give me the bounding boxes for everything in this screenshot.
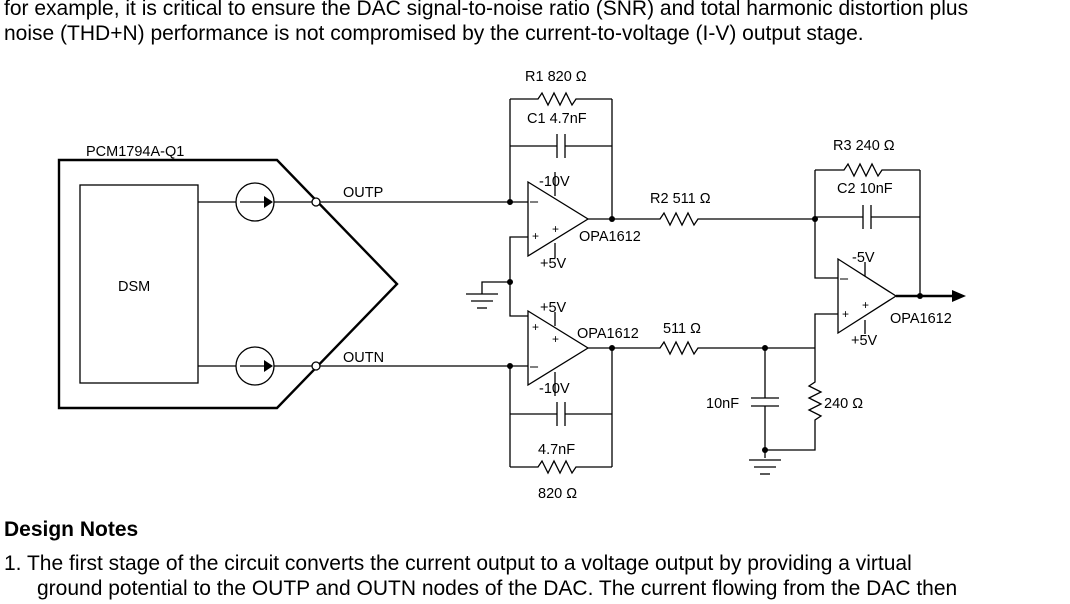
ground-symbol-right-icon — [749, 459, 781, 475]
current-source-bottom-icon — [198, 346, 314, 386]
design-note-1-line-1: 1. The first stage of the circuit conver… — [4, 552, 912, 575]
outp-label: OUTP — [343, 185, 383, 201]
top-opamp-neg-supply: -10V — [539, 174, 570, 190]
r-bottom-series-label: 511 Ω — [663, 321, 701, 337]
outn-node — [311, 361, 321, 371]
current-source-top-icon — [198, 182, 314, 222]
dac-chip-outline — [57, 158, 399, 410]
r-shunt-label: 240 Ω — [824, 396, 863, 412]
diff-opamp-label: OPA1612 — [890, 311, 952, 327]
top-opamp-minus: – — [530, 194, 539, 210]
r-bottom-feedback-label: 820 Ω — [538, 486, 577, 502]
design-notes-heading: Design Notes — [4, 518, 139, 541]
diff-opamp — [837, 257, 898, 335]
r2-label: R2 511 Ω — [650, 191, 711, 207]
bottom-opamp-minus: – — [530, 359, 539, 375]
top-opamp-label: OPA1612 — [579, 229, 641, 245]
bottom-opamp-plus-2: + — [552, 332, 559, 346]
chip-label: PCM1794A-Q1 — [86, 144, 184, 160]
diff-opamp-neg-supply: -5V — [852, 250, 875, 266]
design-note-1-line-2: ground potential to the OUTP and OUTN no… — [37, 577, 958, 600]
dsm-label: DSM — [118, 279, 150, 295]
r1-label: R1 820 Ω — [525, 69, 587, 85]
shunt-bottom-node — [762, 447, 768, 453]
r-bottom-feedback-resistor — [510, 459, 612, 475]
bottom-opamp-plus: + — [532, 320, 539, 334]
dsm-block — [79, 184, 199, 384]
diff-opamp-plus-2: + — [862, 298, 869, 312]
diff-opamp-minus: – — [840, 271, 849, 287]
bottom-opamp-pos-supply: +5V — [540, 300, 567, 316]
r3-resistor — [815, 162, 920, 178]
ground-junction — [507, 279, 513, 285]
outp-node — [311, 197, 321, 207]
shunt-top-node — [762, 345, 768, 351]
c-shunt-label: 10nF — [706, 396, 739, 412]
bottom-sum-node — [507, 363, 513, 369]
top-opamp-pos-supply: +5V — [540, 256, 567, 272]
top-opamp-plus: + — [532, 229, 539, 243]
intro-text-line-1: for example, it is critical to ensure th… — [4, 0, 969, 20]
circuit-schematic: PCM1794A-Q1 DSM OUTP OUTN – + + -10V +5V… — [57, 69, 966, 502]
diff-opamp-plus: + — [842, 307, 849, 321]
diff-inv-input-wire — [814, 219, 838, 279]
r-shunt-resistor — [765, 348, 823, 451]
c2-label: C2 10nF — [837, 181, 893, 197]
ground-symbol-left-icon — [466, 293, 498, 309]
r1-resistor — [510, 91, 612, 107]
top-sum-node — [507, 199, 513, 205]
diff-sum-node — [812, 216, 818, 222]
intro-text-line-2: noise (THD+N) performance is not comprom… — [4, 22, 864, 45]
noninv-ground-wire — [509, 236, 528, 317]
r3-label: R3 240 Ω — [833, 138, 895, 154]
diff-opamp-pos-supply: +5V — [851, 333, 878, 349]
outn-label: OUTN — [343, 350, 384, 366]
top-opamp-plus-2: + — [552, 222, 559, 236]
r-bottom-series-resistor — [588, 340, 815, 356]
output-arrow-icon — [952, 290, 966, 302]
bottom-opamp — [527, 309, 590, 387]
diff-noninv-input-wire — [814, 313, 838, 348]
bottom-opamp-label: OPA1612 — [577, 326, 639, 342]
c1-label: C1 4.7nF — [527, 111, 587, 127]
bottom-opamp-neg-supply: -10V — [539, 381, 570, 397]
ground-feed-wire — [481, 281, 510, 294]
c-bottom-feedback-label: 4.7nF — [538, 442, 575, 458]
r2-resistor — [588, 211, 815, 227]
top-opamp — [527, 180, 590, 258]
